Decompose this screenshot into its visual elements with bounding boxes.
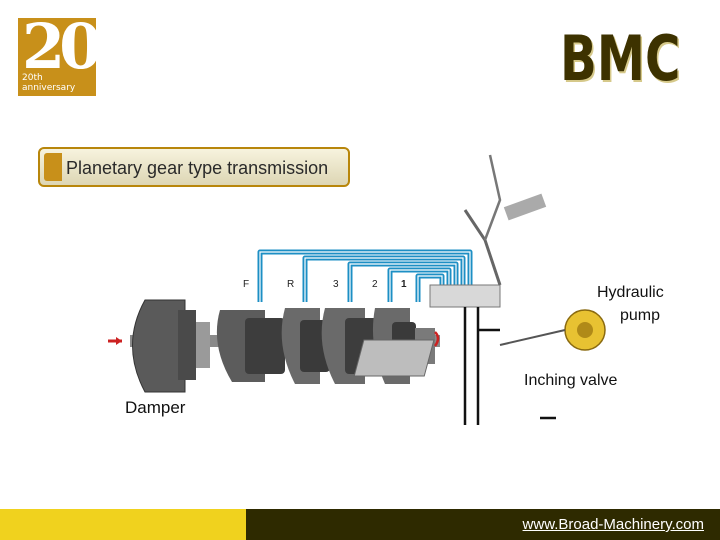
diagram-title: Planetary gear type transmission <box>66 158 329 178</box>
pump-label: pump <box>620 307 661 324</box>
control-valve <box>429 154 547 308</box>
damper-label: Damper <box>125 398 186 417</box>
title-accent <box>44 153 62 181</box>
logo-number: 20 <box>22 10 102 83</box>
anniversary-logo: 20 20th anniversary <box>18 12 102 96</box>
inching-valve-label: Inching valve <box>524 372 618 389</box>
clutch-label-2: 2 <box>372 279 378 290</box>
clutch-label-1: 1 <box>401 279 407 290</box>
brand-title: BMC <box>559 22 680 95</box>
diagram-title-box: Planetary gear type transmission <box>38 147 350 187</box>
clutch-label-f: F <box>243 279 250 290</box>
logo-subtitle: 20th anniversary <box>22 73 76 93</box>
return-lines <box>463 307 556 425</box>
website-link[interactable]: www.Broad-Machinery.com <box>522 516 704 533</box>
hydraulic-label: Hydraulic <box>597 284 664 301</box>
clutch-label-3: 3 <box>333 279 339 290</box>
output-arrow <box>433 331 440 347</box>
inching-valve <box>353 339 435 377</box>
hydraulic-pump <box>499 309 606 351</box>
footer-left-bar <box>0 509 246 540</box>
clutch-label-r: R <box>287 279 295 290</box>
damper-unit <box>132 299 210 393</box>
footer-right-bar: www.Broad-Machinery.com <box>246 509 720 540</box>
